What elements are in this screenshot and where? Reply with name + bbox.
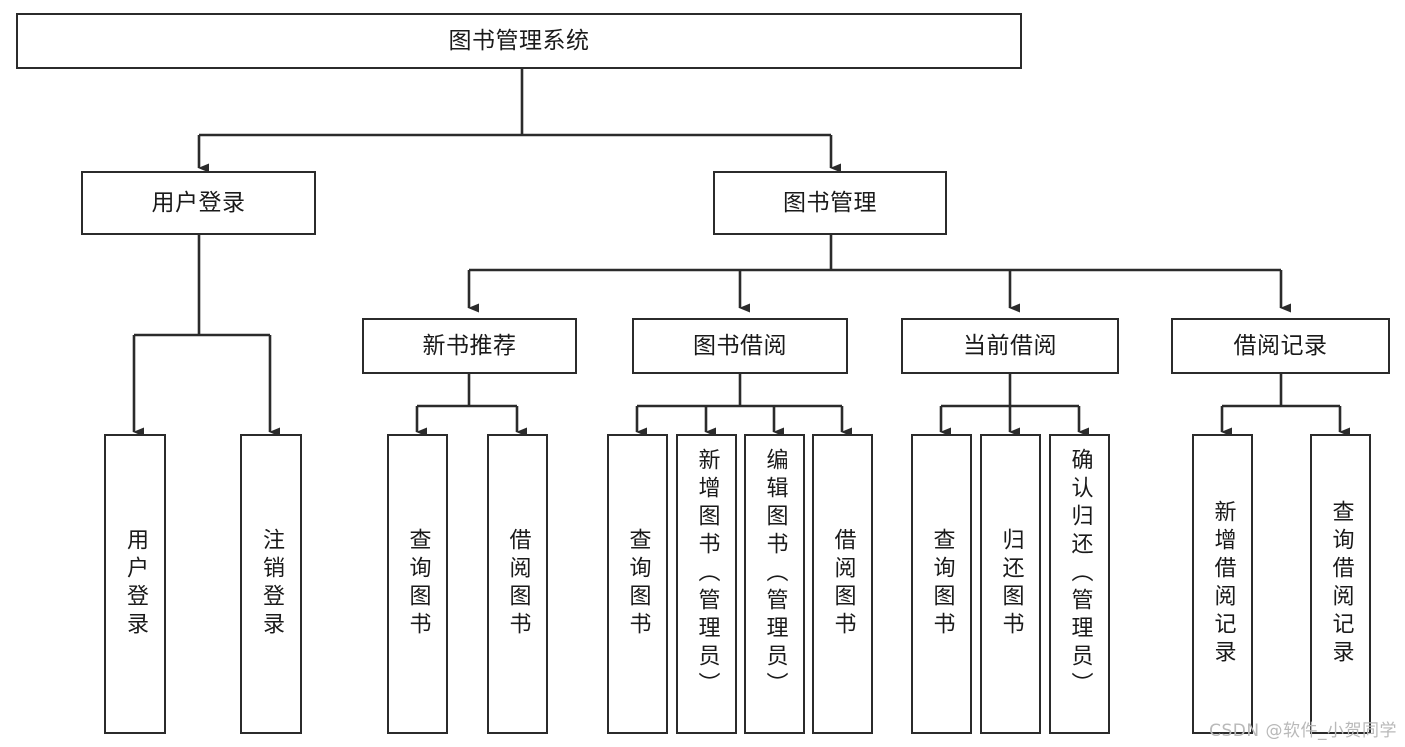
node-label: 当前借阅: [963, 332, 1057, 359]
borrow-records-connectors: [1220, 374, 1350, 437]
node-root-system[interactable]: 图书管理系统: [16, 13, 1022, 69]
node-label: 借阅记录: [1233, 332, 1328, 359]
node-new-book-recommend[interactable]: 新书推荐: [362, 318, 577, 374]
current-borrow-connectors: [939, 374, 1089, 437]
node-book-management[interactable]: 图书管理: [713, 171, 947, 235]
node-label: 用户登录: [123, 528, 148, 640]
node-label: 借阅图书: [830, 528, 856, 640]
node-label: 新增借阅记录: [1210, 500, 1236, 668]
watermark: CSDN @软件_小贺同学: [1209, 721, 1397, 741]
leaf-add-book-admin[interactable]: 新增图书（管理员）: [676, 434, 737, 734]
new-book-connectors: [415, 374, 527, 437]
leaf-user-login[interactable]: 用户登录: [104, 434, 166, 734]
node-label: 借阅图书: [505, 528, 531, 640]
user-login-connectors: [132, 235, 280, 437]
node-label: 归还图书: [998, 528, 1024, 640]
node-label: 注销登录: [259, 528, 284, 640]
leaf-query-borrow-record[interactable]: 查询借阅记录: [1310, 434, 1371, 734]
node-label: 查询图书: [929, 528, 955, 640]
leaf-return-book[interactable]: 归还图书: [980, 434, 1041, 734]
book-manage-connectors: [467, 235, 1291, 313]
node-label: 查询借阅记录: [1328, 500, 1354, 668]
node-book-borrow[interactable]: 图书借阅: [632, 318, 848, 374]
node-label: 图书管理系统: [448, 27, 590, 54]
leaf-query-book-recommend[interactable]: 查询图书: [387, 434, 448, 734]
node-label: 用户登录: [151, 189, 246, 216]
leaf-query-book-borrow[interactable]: 查询图书: [607, 434, 668, 734]
leaf-borrow-book[interactable]: 借阅图书: [812, 434, 873, 734]
leaf-add-borrow-record[interactable]: 新增借阅记录: [1192, 434, 1253, 734]
node-label: 查询图书: [625, 528, 651, 640]
node-label: 图书管理: [783, 189, 877, 216]
book-borrow-connectors: [635, 374, 852, 437]
node-borrow-records[interactable]: 借阅记录: [1171, 318, 1390, 374]
leaf-confirm-return-admin[interactable]: 确认归还（管理员）: [1049, 434, 1110, 734]
node-current-borrow[interactable]: 当前借阅: [901, 318, 1119, 374]
node-label: 编辑图书（管理员）: [762, 448, 788, 700]
node-label: 查询图书: [405, 528, 431, 640]
node-label: 新增图书（管理员）: [694, 448, 720, 700]
node-label: 新书推荐: [422, 332, 517, 359]
root-connectors: [197, 69, 841, 173]
leaf-borrow-book-recommend[interactable]: 借阅图书: [487, 434, 548, 734]
node-label: 图书借阅: [693, 332, 787, 359]
leaf-query-book-current[interactable]: 查询图书: [911, 434, 972, 734]
node-user-login[interactable]: 用户登录: [81, 171, 316, 235]
leaf-edit-book-admin[interactable]: 编辑图书（管理员）: [744, 434, 805, 734]
leaf-logout[interactable]: 注销登录: [240, 434, 302, 734]
node-label: 确认归还（管理员）: [1067, 448, 1093, 700]
